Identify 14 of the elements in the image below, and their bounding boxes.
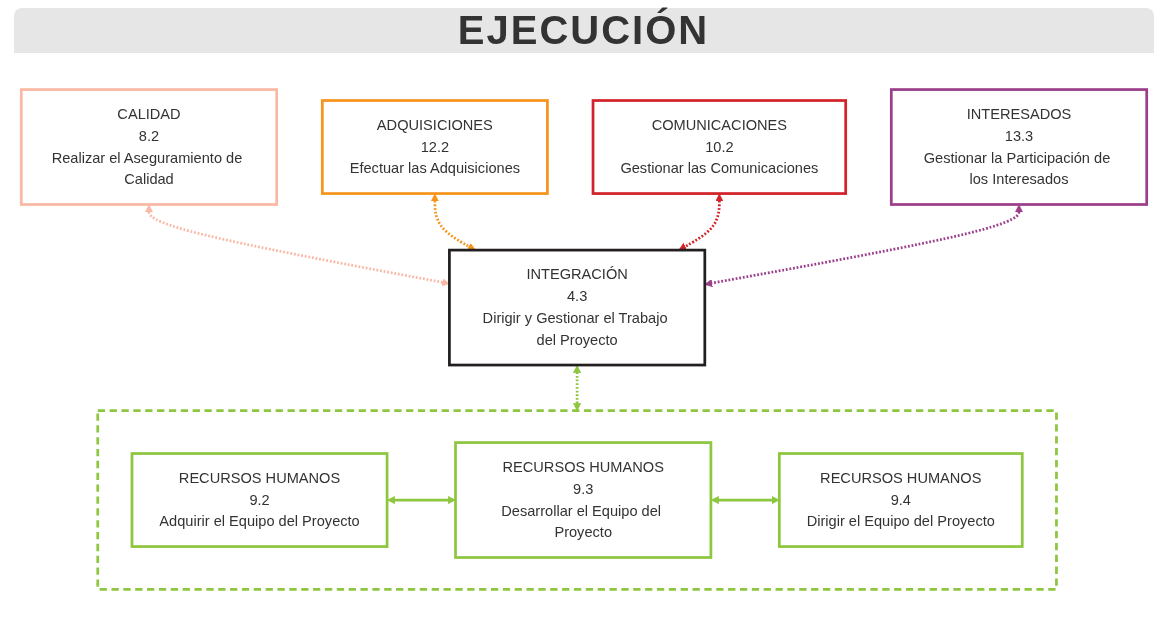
node-box: COMUNICACIONES 10.2 Gestionar las Comunicaciones: [591, 99, 847, 195]
node-box: INTERESADOS 13.3 Gestionar la Participación de los Interesados: [889, 88, 1148, 206]
arrow: [386, 496, 456, 505]
node-box: RECURSOS HUMANOS 9.2 Adquirir el Equipo del Proyecto: [130, 452, 388, 548]
diagram-title: EJECUCIÓN: [13, 8, 1154, 53]
arrow: [430, 193, 476, 251]
arrow: [678, 193, 723, 251]
node-box: CALIDAD 8.2 Realizar el Aseguramiento de Calidad: [19, 88, 278, 206]
arrow: [572, 365, 581, 411]
cluster: [95, 409, 1058, 591]
node-box: INTEGRACIÓN 4.3 Dirigir y Gestionar el Trabajo del Proyecto: [447, 248, 706, 367]
node-box: RECURSOS HUMANOS 9.4 Dirigir el Equipo del Proyecto: [777, 452, 1024, 548]
node-box: ADQUISICIONES 12.2 Efectuar las Adquisiciones: [320, 99, 549, 195]
node-box: RECURSOS HUMANOS 9.3 Desarrollar el Equipo del Proyecto: [453, 441, 712, 559]
